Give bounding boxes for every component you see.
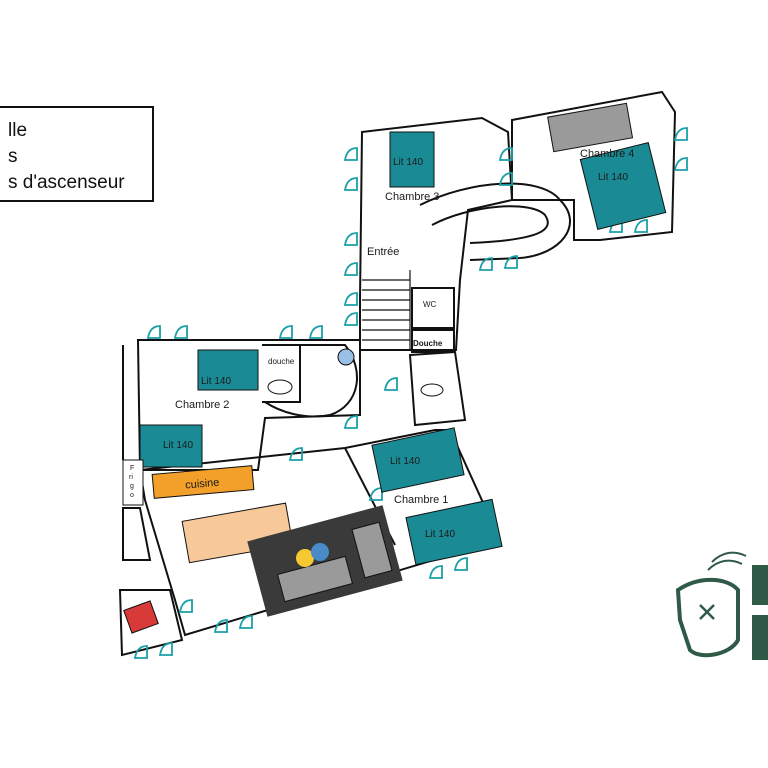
label-bed-chambre-4: Lit 140 — [598, 172, 628, 183]
label-bed-chambre-2: Lit 140 — [201, 376, 231, 387]
legend-line-1: lle — [8, 120, 28, 141]
label-chambre-4: Chambre 4 — [580, 148, 634, 160]
label-chambre-3: Chambre 3 — [385, 191, 439, 203]
label-wc: WC — [423, 300, 437, 309]
wc-box — [411, 287, 455, 329]
label-chambre-2: Chambre 2 — [175, 399, 229, 411]
legend-line-3: s d'ascenseur — [8, 172, 125, 193]
sink-bath — [267, 379, 293, 395]
label-frigo-3: g — [130, 483, 134, 490]
label-douche-small: douche — [268, 357, 295, 366]
bed-chambre-4 — [579, 141, 667, 231]
coffee-table-blue — [311, 543, 329, 561]
label-chambre-1: Chambre 1 — [394, 494, 448, 506]
wall-corridor-curve — [419, 182, 571, 261]
wall-bottom-left — [118, 589, 184, 657]
bed-chambre-3 — [389, 131, 435, 188]
fist-logo-icon — [675, 551, 747, 658]
label-douche-bold: Douche — [413, 339, 443, 348]
toilet-bath — [337, 348, 355, 366]
label-bed-chambre-1-bottom: Lit 140 — [425, 529, 455, 540]
shower-curve — [264, 344, 358, 418]
wall-kitchen-left — [122, 507, 152, 561]
beds — [139, 131, 667, 566]
label-bed-kitchen: Lit 140 — [163, 440, 193, 451]
label-cuisine: cuisine — [185, 477, 220, 492]
label-frigo-1: F — [130, 465, 134, 472]
cuisine-counter — [151, 465, 255, 499]
douche-box — [411, 329, 455, 353]
bed-chambre-1-top — [371, 427, 465, 493]
legend-line-2: s — [8, 146, 18, 167]
red-square — [123, 600, 159, 634]
sink-right — [420, 383, 444, 397]
sofa-side — [351, 521, 393, 579]
logo-letters-icon — [752, 565, 768, 660]
label-frigo-4: o — [130, 492, 134, 499]
wall-north-block — [359, 116, 514, 351]
legend-box: lle s s d'ascenseur — [0, 106, 154, 202]
coffee-table-yellow — [296, 549, 314, 567]
bed-chambre-1-bottom — [405, 498, 503, 566]
stairs — [362, 270, 411, 350]
wall-bath-1 — [262, 344, 301, 403]
label-frigo-2: ri — [129, 474, 133, 481]
sofa-chambre-4 — [547, 102, 634, 153]
label-bed-chambre-1-top: Lit 140 — [390, 456, 420, 467]
wall-corridor-inner — [431, 205, 549, 244]
frigo-box — [122, 459, 144, 506]
label-bed-chambre-3: Lit 140 — [393, 157, 423, 168]
bed-kitchen-side — [139, 424, 203, 468]
sofa-living — [276, 555, 354, 603]
label-entree: Entrée — [367, 246, 399, 258]
bed-chambre-2 — [197, 349, 259, 391]
wall-chambre-4 — [511, 90, 677, 241]
